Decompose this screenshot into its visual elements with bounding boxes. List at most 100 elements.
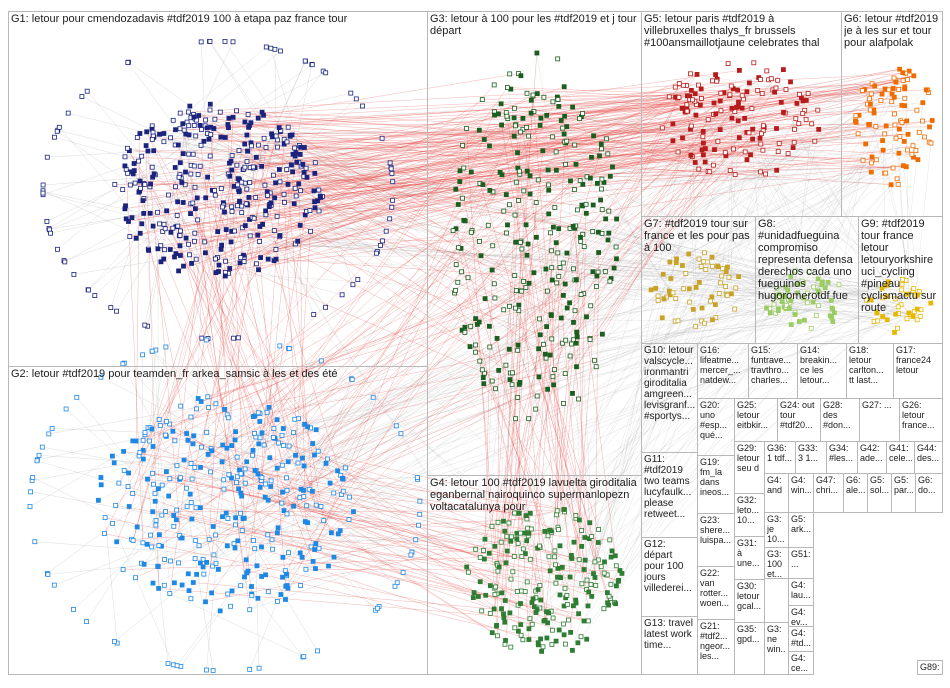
vertex	[170, 225, 176, 231]
vertex	[236, 148, 242, 153]
vertex	[207, 101, 213, 107]
edge	[475, 343, 563, 550]
edge	[154, 204, 510, 494]
vertex	[197, 123, 203, 128]
group-panel-small: G28: des #don...	[820, 398, 860, 442]
group-label-g3: G3: letour à 100 pour les #tdf2019 et j …	[430, 13, 637, 37]
vertex	[311, 188, 317, 194]
vertex	[350, 282, 356, 288]
vertex	[327, 480, 333, 486]
edge	[891, 101, 894, 168]
edge	[32, 477, 151, 536]
edge	[256, 165, 904, 264]
edge	[506, 104, 697, 117]
edge	[590, 314, 911, 340]
vertex	[215, 567, 221, 572]
vertex	[123, 216, 129, 222]
edge	[228, 132, 750, 475]
edge	[611, 133, 885, 558]
vertex	[170, 117, 176, 123]
edge	[586, 152, 726, 590]
vertex	[263, 481, 268, 487]
edge	[175, 122, 857, 254]
edge	[539, 300, 867, 547]
edge	[725, 152, 903, 285]
edge	[610, 124, 869, 585]
group-label-small: G5: sol...	[870, 475, 889, 495]
vertex	[122, 163, 128, 169]
edge	[532, 306, 899, 599]
vertex	[167, 421, 173, 427]
vertex	[315, 198, 320, 204]
vertex	[186, 151, 192, 157]
vertex	[187, 491, 193, 497]
vertex	[215, 229, 221, 235]
vertex	[120, 567, 126, 572]
vertex	[272, 195, 278, 201]
edge	[47, 150, 154, 158]
group-label-g2: G2: letour #tdf2019 pour teamden_fr arke…	[11, 368, 338, 380]
group-panel-small: G41: cele...	[886, 441, 915, 474]
edge	[552, 101, 670, 292]
vertex	[265, 532, 271, 538]
vertex	[250, 164, 256, 170]
edge	[179, 69, 900, 236]
edge	[158, 588, 304, 657]
group-label-small: G4: ev...	[791, 607, 808, 627]
vertex	[213, 270, 219, 276]
vertex	[212, 188, 218, 194]
edge	[133, 163, 213, 567]
edge	[261, 432, 619, 582]
vertex	[298, 144, 304, 150]
vertex	[40, 190, 46, 196]
edge	[594, 252, 599, 578]
vertex	[276, 167, 282, 172]
edge	[303, 180, 571, 491]
edge	[143, 198, 170, 594]
edge	[867, 104, 917, 296]
edge	[237, 184, 290, 447]
edge	[522, 129, 580, 560]
edge	[573, 157, 914, 323]
vertex	[262, 494, 268, 500]
edge	[43, 173, 191, 186]
edge	[603, 128, 777, 609]
vertex	[288, 162, 294, 168]
edge	[287, 462, 299, 589]
edge	[206, 448, 228, 671]
edge	[709, 167, 894, 172]
edge	[218, 193, 531, 266]
vertex	[389, 204, 395, 210]
vertex	[177, 110, 183, 116]
vertex	[181, 263, 186, 269]
edge	[557, 276, 559, 511]
edge	[255, 115, 856, 471]
vertex	[188, 414, 194, 420]
vertex	[269, 131, 275, 137]
vertex	[56, 124, 62, 130]
vertex	[308, 228, 313, 234]
edge	[170, 232, 259, 413]
edge	[169, 308, 770, 594]
edge	[48, 403, 216, 435]
vertex	[180, 151, 186, 157]
edge	[223, 130, 480, 490]
edge	[238, 373, 566, 490]
edge	[675, 312, 771, 322]
vertex	[178, 228, 183, 234]
group-panel-small: G6: ale...	[843, 473, 868, 513]
edge	[553, 123, 812, 619]
edge	[457, 85, 684, 283]
vertex	[227, 266, 233, 271]
vertex	[200, 564, 206, 570]
edge	[250, 86, 905, 123]
vertex	[307, 208, 313, 214]
vertex	[79, 94, 85, 99]
group-panel-small: G31: à une...	[734, 536, 765, 580]
vertex	[244, 132, 250, 138]
edge	[306, 101, 695, 169]
group-label-small: G17: france24 letour	[896, 345, 932, 375]
edge	[532, 276, 791, 625]
vertex	[186, 123, 192, 129]
